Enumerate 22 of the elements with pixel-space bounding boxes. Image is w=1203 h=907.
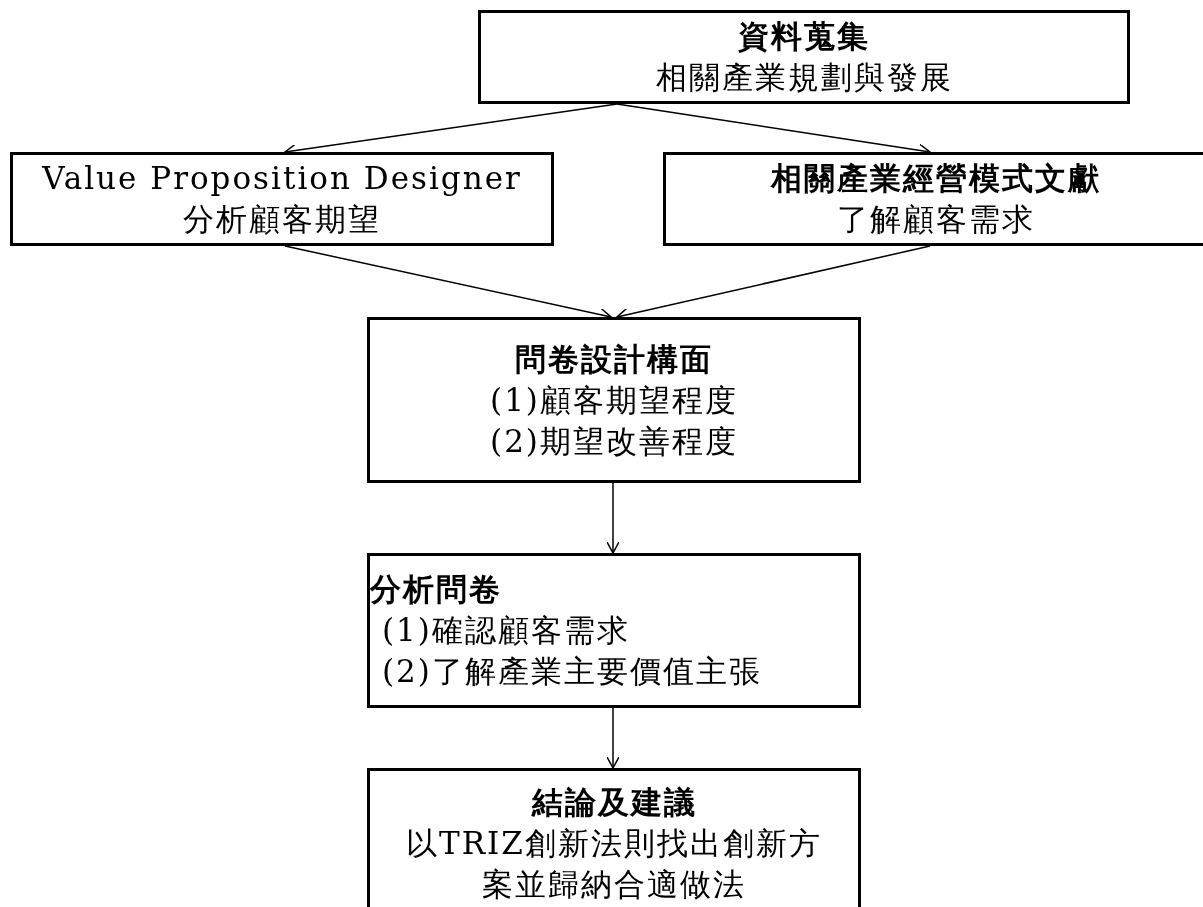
box-heading: 相關產業經營模式文獻 xyxy=(770,159,1101,198)
box-text: (1)顧客期望程度 xyxy=(490,380,738,420)
box-text: 相關產業規劃與發展 xyxy=(655,58,953,97)
box-heading: Value Proposition Designer xyxy=(42,159,522,198)
box-text: (2)了解產業主要價值主張 xyxy=(381,652,762,691)
box-heading: 問卷設計構面 xyxy=(515,339,713,379)
box-text: 以TRIZ創新法則找出創新方案並歸納合適做法 xyxy=(405,823,823,904)
process-box xyxy=(367,553,861,708)
process-box xyxy=(478,10,1130,104)
box-text: (1)確認顧客需求 xyxy=(381,611,630,650)
box-text: 分析顧客期望 xyxy=(183,200,381,239)
box-text: 了解顧客需求 xyxy=(836,200,1035,239)
process-box xyxy=(367,768,861,907)
box-text: (2)期望改善程度 xyxy=(490,421,738,461)
box-heading: 資料蒐集 xyxy=(738,17,870,56)
process-box xyxy=(663,152,1203,246)
box-heading: 分析問卷 xyxy=(370,570,503,609)
process-box xyxy=(10,152,554,246)
arrow xyxy=(606,707,620,769)
arrow xyxy=(606,482,620,554)
box-heading: 結論及建議 xyxy=(531,782,697,822)
process-box xyxy=(367,317,861,483)
